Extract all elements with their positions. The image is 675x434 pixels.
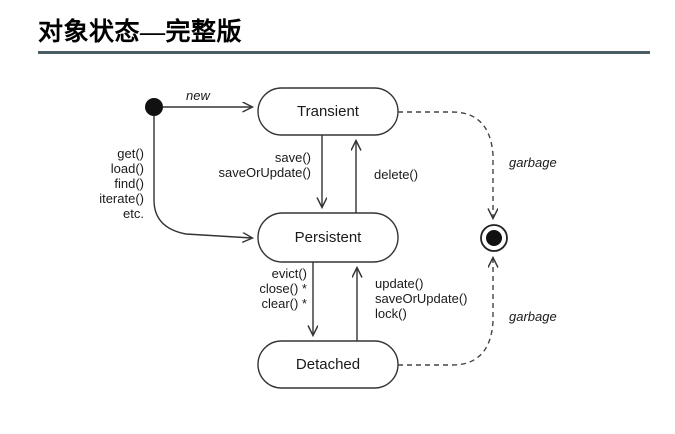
state-label-transient: Transient — [297, 103, 359, 120]
edge-label-load: load() — [110, 161, 144, 176]
initial-state-node[interactable] — [145, 98, 163, 116]
edge-label-update-group: update() saveOrUpdate() lock() — [375, 276, 467, 321]
edge-label-save-or-update: saveOrUpdate() — [218, 165, 311, 180]
edge-label-new: new — [186, 88, 210, 103]
title-divider — [38, 51, 650, 54]
edge-label-garbage-bottom: garbage — [509, 309, 557, 324]
transition-garbage-transient — [398, 111, 493, 218]
edge-label-clear: clear() * — [261, 296, 307, 311]
edge-label-etc: etc. — [123, 206, 144, 221]
edge-label-delete: delete() — [374, 167, 419, 182]
edge-label-find: find() — [114, 176, 144, 191]
edge-label-evict: evict() — [271, 266, 307, 281]
edge-label-garbage-top: garbage — [509, 155, 557, 170]
transition-load — [153, 116, 252, 238]
edge-label-save: save() — [274, 150, 311, 165]
edge-label-close: close() * — [259, 281, 307, 296]
state-label-persistent: Persistent — [294, 229, 362, 246]
final-state-node[interactable] — [480, 224, 508, 252]
edge-label-lock: lock() — [375, 306, 407, 321]
edge-label-save-or-update-2: saveOrUpdate() — [375, 291, 468, 306]
edge-label-iterate: iterate() — [99, 191, 144, 206]
state-persistent[interactable] — [257, 212, 399, 263]
edge-label-get: get() — [117, 146, 144, 161]
edge-label-evict-group: evict() close() * clear() * — [180, 266, 307, 311]
edge-label-update: update() — [375, 276, 424, 291]
transition-garbage-detached — [398, 258, 493, 366]
edge-label-load-group: get() load() find() iterate() etc. — [58, 146, 144, 221]
page-title: 对象状态—完整版 — [38, 19, 243, 46]
state-label-detached: Detached — [295, 356, 361, 373]
edge-label-save-group: save() saveOrUpdate() — [178, 150, 311, 180]
